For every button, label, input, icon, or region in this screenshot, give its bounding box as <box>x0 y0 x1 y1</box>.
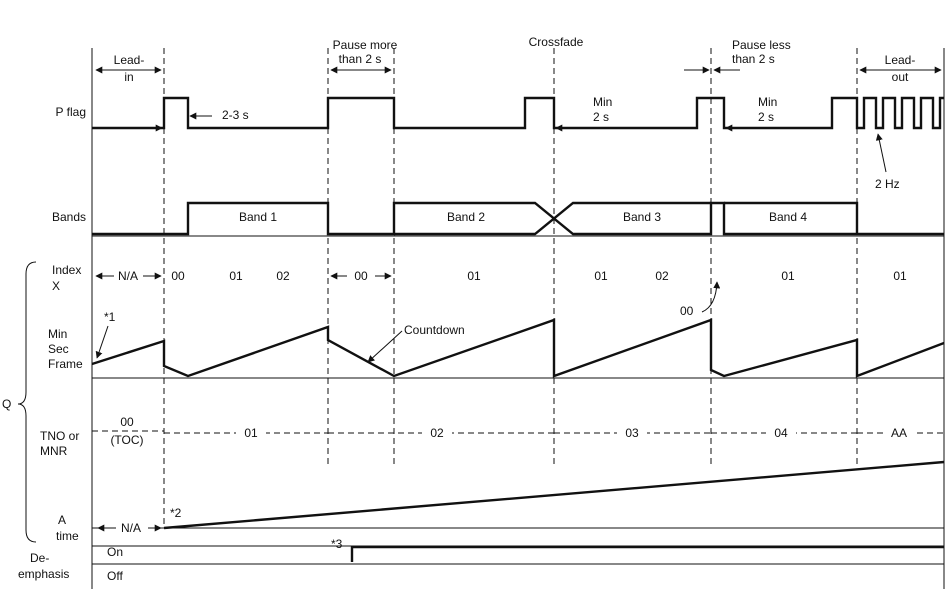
index-01-band1: 01 <box>229 269 243 283</box>
leadout-label-2: out <box>892 70 909 84</box>
time-label-3: Frame <box>48 357 83 371</box>
leadout-label-1: Lead- <box>885 53 916 67</box>
event-dashed-lines <box>163 48 858 528</box>
tno-toc: (TOC) <box>110 433 143 447</box>
pause-more-label-2: than 2 s <box>339 52 382 66</box>
index-01-band3: 01 <box>594 269 608 283</box>
deemphasis-label-1: De- <box>30 551 49 565</box>
tno-aa: AA <box>891 426 907 440</box>
pause-less-label-2: than 2 s <box>732 52 775 66</box>
crossfade-label: Crossfade <box>529 35 584 49</box>
index-01-leadout: 01 <box>893 269 907 283</box>
index-01-band2: 01 <box>467 269 481 283</box>
p-flag-2hz: 2 Hz <box>875 177 900 191</box>
countdown-label: Countdown <box>404 323 465 337</box>
index-02-band3: 02 <box>655 269 669 283</box>
q-bracket: Q <box>2 261 37 543</box>
atime-note-2: *2 <box>170 506 182 520</box>
tno-label-2: MNR <box>40 444 68 458</box>
deemphasis-off: Off <box>107 569 123 583</box>
bands-waveform-lower <box>92 201 944 236</box>
deemphasis-label-2: emphasis <box>18 567 69 581</box>
atime-label-2: time <box>56 529 79 543</box>
band-2-label: Band 2 <box>447 210 485 224</box>
tno-01: 01 <box>244 426 258 440</box>
p-flag-label: P flag <box>56 105 86 119</box>
p-flag-min2-a-1: Min <box>593 95 612 109</box>
p-flag-2-3s: 2-3 s <box>222 108 249 122</box>
top-annotations: Lead- in Pause more than 2 s Crossfade P… <box>95 35 942 84</box>
atime-na: N/A <box>121 521 141 535</box>
tno-row: 00 (TOC) 01 02 03 04 AA <box>92 415 944 447</box>
p-flag-min2-b-2: 2 s <box>758 110 774 124</box>
time-label-1: Min <box>48 327 67 341</box>
time-waveform <box>91 318 945 378</box>
tno-02: 02 <box>430 426 444 440</box>
bands-row: Band 1 Band 2 Band 3 Band 4 <box>92 201 944 236</box>
band-1-label: Band 1 <box>239 210 277 224</box>
deemphasis-note-3: *3 <box>331 537 343 551</box>
index-00-a: 00 <box>171 269 185 283</box>
index-label-2: X <box>52 279 60 293</box>
deemphasis-waveform <box>350 545 944 562</box>
index-00-band4: 00 <box>680 304 694 318</box>
tno-00: 00 <box>120 415 134 429</box>
atime-row: N/A *2 <box>92 460 945 535</box>
time-note-1: *1 <box>104 310 116 324</box>
p-flag-min2-b-1: Min <box>758 95 777 109</box>
p-flag-waveform <box>92 96 944 130</box>
row-labels: P flag Bands Index X Min Sec Frame TNO o… <box>18 105 86 581</box>
time-label-2: Sec <box>48 342 69 356</box>
band-4-label: Band 4 <box>769 210 807 224</box>
deemphasis-row: On Off *3 <box>107 537 944 583</box>
atime-label-1: A <box>58 513 66 527</box>
p-flag-2hz-arrow <box>875 133 887 173</box>
tno-label-1: TNO or <box>40 429 79 443</box>
p-flag-row: 2-3 s Min 2 s Min 2 s 2 Hz <box>92 95 944 191</box>
p-flag-min2-a-2: 2 s <box>593 110 609 124</box>
index-02-band1: 02 <box>276 269 290 283</box>
pause-less-label-1: Pause less <box>732 38 791 52</box>
band-3-label: Band 3 <box>623 210 661 224</box>
bands-label: Bands <box>52 210 86 224</box>
deemphasis-on: On <box>107 545 123 559</box>
leadin-label-1: Lead- <box>114 53 145 67</box>
bands-waveform-band4 <box>724 201 859 234</box>
index-00-pause: 00 <box>354 269 368 283</box>
index-01-band4: 01 <box>781 269 795 283</box>
atime-ramp <box>163 460 945 530</box>
q-bracket-label: Q <box>2 397 11 411</box>
time-row: *1 Countdown <box>91 310 945 378</box>
index-row: N/A 00 01 02 00 01 01 02 01 01 00 <box>95 269 907 318</box>
tno-04: 04 <box>774 426 788 440</box>
index-label-1: Index <box>52 263 81 277</box>
leadin-label-2: in <box>124 70 133 84</box>
index-na: N/A <box>118 269 138 283</box>
tno-03: 03 <box>625 426 639 440</box>
index-00-band4-pointer <box>701 281 721 313</box>
pause-more-label-1: Pause more <box>333 38 398 52</box>
bands-waveform-upper <box>394 201 711 236</box>
